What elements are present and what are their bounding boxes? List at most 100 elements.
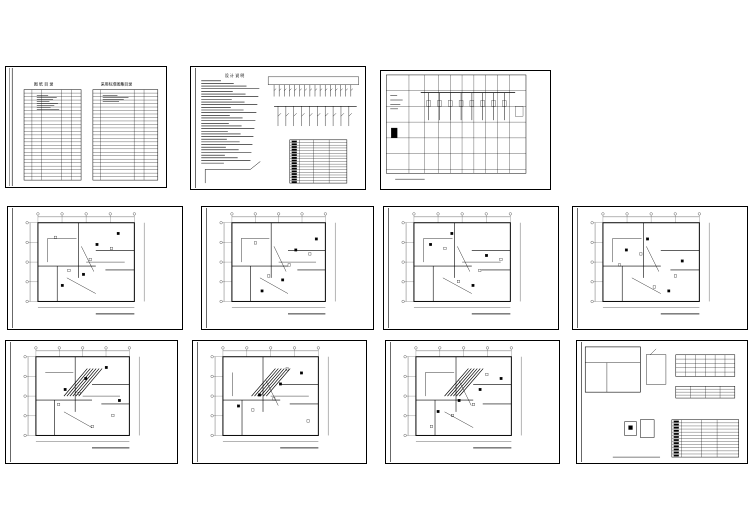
axis-bubble bbox=[412, 212, 416, 216]
detail-elevation bbox=[584, 346, 641, 393]
building-outline bbox=[602, 222, 700, 302]
material-symbol bbox=[673, 426, 679, 429]
fixture-symbol bbox=[478, 269, 482, 272]
material-symbol bbox=[673, 423, 679, 426]
axis-bubble bbox=[403, 394, 407, 398]
axis-bubble bbox=[403, 414, 407, 418]
fixture-symbol bbox=[680, 259, 684, 263]
fixture-symbol bbox=[618, 263, 621, 267]
fixture-symbol bbox=[285, 367, 289, 371]
axis-bubble bbox=[34, 346, 38, 350]
wiring-run bbox=[631, 277, 661, 294]
system-breaker bbox=[491, 100, 496, 107]
building-outline bbox=[37, 222, 135, 302]
axis-bubble bbox=[210, 414, 214, 418]
fixture-symbol bbox=[88, 258, 92, 261]
diagram-box bbox=[267, 76, 359, 85]
axis-bubble bbox=[401, 260, 405, 264]
switch-symbol bbox=[294, 88, 297, 91]
sheet-floor-plan-6 bbox=[192, 340, 367, 464]
axis-bubble bbox=[245, 346, 249, 350]
switch-symbol bbox=[299, 88, 302, 91]
wiring-run bbox=[457, 246, 471, 272]
axis-bubble bbox=[269, 346, 273, 350]
material-table-frame bbox=[671, 419, 739, 458]
switch-symbol bbox=[345, 88, 348, 91]
fixture-symbol bbox=[287, 263, 291, 267]
axis-bubble bbox=[127, 346, 131, 350]
switch-symbol bbox=[301, 113, 305, 117]
axis-bubble bbox=[57, 346, 61, 350]
axis-bubble bbox=[219, 260, 223, 264]
axis-bubble bbox=[219, 240, 223, 244]
axis-bubble bbox=[601, 212, 605, 216]
switch-symbol bbox=[317, 113, 321, 117]
axis-bubble bbox=[403, 374, 407, 378]
fixture-symbol bbox=[82, 272, 85, 276]
legend-symbol bbox=[291, 148, 297, 151]
legend-symbol bbox=[291, 151, 297, 154]
axis-bubble bbox=[401, 300, 405, 303]
stair-line bbox=[78, 368, 103, 397]
floor-plan-4-graphic bbox=[577, 207, 710, 329]
switch-symbol bbox=[284, 88, 287, 91]
axis-bubble bbox=[590, 240, 594, 244]
wiring-run bbox=[442, 277, 472, 294]
fixture-symbol bbox=[314, 237, 318, 241]
fixture-symbol bbox=[260, 289, 264, 293]
axis-bubble bbox=[403, 355, 407, 359]
wiring-run bbox=[81, 246, 95, 272]
fixture-symbol bbox=[95, 243, 99, 246]
axis-bubble bbox=[25, 260, 29, 264]
axis-bubble bbox=[438, 346, 442, 350]
system-meter bbox=[515, 106, 524, 117]
fixture-symbol bbox=[436, 410, 440, 413]
fixture-symbol bbox=[254, 241, 257, 245]
axis-bubble bbox=[230, 212, 234, 216]
fixture-symbol bbox=[646, 237, 649, 241]
axis-bubble bbox=[300, 212, 304, 216]
system-block bbox=[391, 127, 398, 139]
material-symbol bbox=[673, 436, 679, 438]
sheet-details bbox=[576, 340, 748, 464]
stair-line bbox=[453, 368, 478, 397]
stair-line bbox=[254, 368, 279, 397]
axis-bubble bbox=[293, 346, 296, 350]
fixture-symbol bbox=[478, 388, 482, 391]
axis-bubble bbox=[462, 346, 466, 350]
fixture-symbol bbox=[67, 269, 71, 272]
detail-line bbox=[650, 348, 657, 355]
axis-bubble bbox=[132, 212, 136, 216]
fixture-symbol bbox=[443, 246, 447, 250]
stair-line bbox=[456, 368, 481, 397]
switch-symbol bbox=[330, 88, 333, 91]
stair-line bbox=[266, 368, 291, 397]
fixture-symbol bbox=[674, 274, 677, 278]
material-symbol bbox=[673, 445, 679, 448]
fixture-symbol bbox=[251, 408, 255, 412]
building-outline bbox=[35, 356, 130, 436]
wiring-run bbox=[63, 411, 93, 428]
switch-symbol bbox=[277, 113, 282, 117]
stair-line bbox=[257, 368, 282, 397]
sheet-floor-plan-4 bbox=[572, 206, 748, 330]
fixture-symbol bbox=[457, 280, 460, 283]
axis-bubble bbox=[625, 212, 629, 216]
legend-symbol bbox=[291, 162, 297, 165]
floor-plan-5-graphic bbox=[10, 341, 140, 463]
axis-bubble bbox=[60, 212, 64, 216]
material-symbol bbox=[673, 454, 679, 457]
switch-symbol bbox=[289, 88, 292, 91]
building-outline bbox=[413, 222, 511, 302]
index-title: 图 纸 目 录 bbox=[34, 82, 54, 87]
fixture-symbol bbox=[429, 243, 432, 246]
system-frame bbox=[386, 74, 527, 174]
axis-bubble bbox=[697, 212, 701, 216]
wiring-run bbox=[273, 246, 287, 272]
axis-bubble bbox=[508, 212, 512, 216]
axis-bubble bbox=[23, 355, 27, 359]
sheet-system-diagram bbox=[380, 70, 551, 190]
building-outline bbox=[222, 356, 319, 436]
switch-symbol bbox=[319, 88, 323, 91]
design-notes-graphic: 设 计 说 明 bbox=[195, 67, 359, 189]
